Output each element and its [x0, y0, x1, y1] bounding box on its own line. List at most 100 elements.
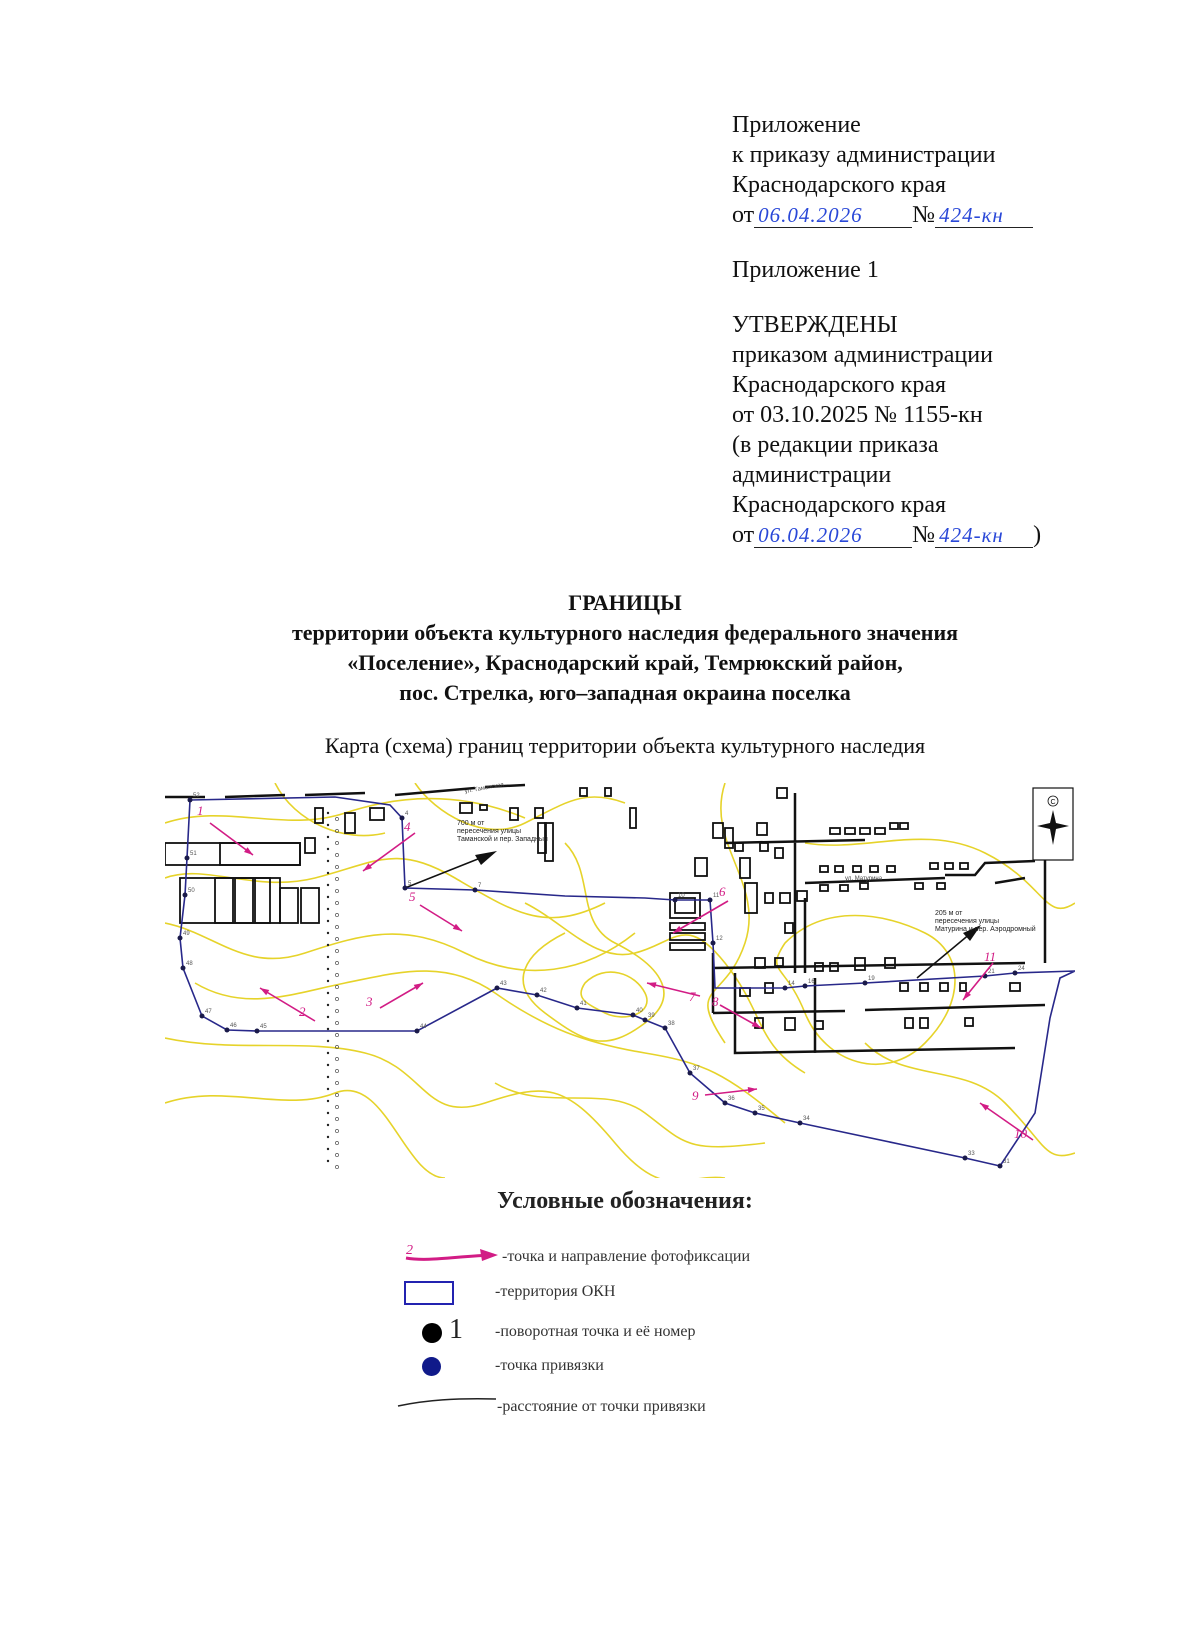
survey-dot: [335, 1153, 339, 1157]
boundary-point: [574, 1005, 580, 1011]
boundary-point-label: 36: [728, 1096, 735, 1102]
survey-dot: [335, 901, 339, 905]
okn-boundary: [179, 796, 1075, 1167]
boundary-point-label: 48: [186, 961, 193, 967]
arrow-head-icon: [963, 925, 981, 941]
okn-territory-legend-icon: [404, 1281, 454, 1305]
boundary-point: [722, 1100, 728, 1106]
arrow-head-icon: [363, 863, 373, 871]
title-line-4: пос. Стрелка, юго–западная окраина посел…: [399, 680, 851, 705]
boundary-point-label: 24: [1018, 966, 1025, 972]
survey-dot: [335, 817, 339, 821]
photo-point-10: 10: [979, 1102, 1034, 1141]
document-title: ГРАНИЦЫ территории объекта культурного н…: [0, 588, 1200, 708]
arrow-head-icon: [751, 1020, 761, 1028]
boundary-point: [187, 797, 193, 803]
compass-rose-icon: [1037, 810, 1069, 845]
handwritten-number: 424-кн: [935, 523, 1034, 548]
photo-point-number: 4: [404, 819, 411, 834]
boundary-point: [797, 1120, 803, 1126]
boundary-point: [402, 885, 408, 891]
boundary-point: [707, 897, 713, 903]
boundary-point: [534, 992, 540, 998]
survey-dot: [326, 955, 330, 959]
survey-dot: [326, 1135, 330, 1139]
survey-dot: [335, 1069, 339, 1073]
legend-label-turning-point: -поворотная точка и её номер: [495, 1323, 696, 1340]
arrow-head-icon: [963, 991, 971, 1000]
boundary-point-label: 45: [260, 1024, 267, 1030]
boundary-point-label: 14: [788, 981, 795, 987]
approved-order: от 03.10.2025 № 1155-кн: [732, 402, 983, 428]
survey-dot: [326, 895, 330, 899]
photo-point-4: 4: [362, 819, 416, 872]
photo-direction-arrow: [259, 987, 316, 1022]
survey-dot: [326, 1123, 330, 1127]
survey-dot: [335, 985, 339, 989]
photo-point-number: 11: [984, 949, 996, 964]
photo-point-5: 5: [409, 889, 463, 932]
survey-dot: [326, 1027, 330, 1031]
legend-label-distance: -расстояние от точки привязки: [497, 1398, 706, 1415]
survey-dot: [326, 1111, 330, 1115]
survey-dot: [326, 979, 330, 983]
approved-by: приказом администрации: [732, 342, 993, 368]
photo-point-9: 9: [692, 1087, 758, 1103]
photo-arrow-legend-icon: 2: [405, 1243, 498, 1261]
boundary-point: [752, 1110, 758, 1116]
survey-dot: [326, 1147, 330, 1151]
survey-dot: [326, 883, 330, 887]
legend-label-photo: -точка и направление фотофиксации: [502, 1248, 751, 1265]
handwritten-date: 06.04.2026: [754, 203, 913, 228]
boundary-point: [710, 940, 716, 946]
survey-dot: [326, 1039, 330, 1043]
closing-paren: ): [1033, 522, 1042, 548]
survey-dot: [335, 1045, 339, 1049]
photo-point-number: 9: [692, 1088, 699, 1103]
appendix-label: Приложение: [732, 112, 861, 138]
buildings: [165, 787, 1021, 1031]
photo-point-number: 10: [1014, 1126, 1028, 1141]
boundary-point-label: 51: [190, 851, 197, 857]
boundary-point-label: 47: [205, 1009, 212, 1015]
survey-dot: [326, 1087, 330, 1091]
photo-direction-arrow: [979, 1102, 1034, 1141]
survey-dot: [335, 1093, 339, 1097]
survey-dot: [335, 973, 339, 977]
survey-dot: [335, 1081, 339, 1085]
photo-point-number: 7: [689, 989, 696, 1004]
survey-dot: [326, 871, 330, 875]
compass-label: С: [1051, 799, 1056, 806]
boundary-point: [862, 980, 868, 986]
title-line-3: «Поселение», Краснодарский край, Темрюкс…: [347, 650, 903, 675]
arrow-head-icon: [647, 982, 657, 989]
boundary-point-label: 35: [758, 1106, 765, 1112]
boundary-point: [672, 897, 678, 903]
survey-dot: [326, 847, 330, 851]
appendix-1-label: Приложение 1: [732, 257, 879, 283]
arrow-head-icon: [673, 925, 683, 933]
legend-label-territory: -территория ОКН: [495, 1283, 616, 1300]
survey-dot: [326, 1063, 330, 1067]
turning-point-legend-icon: [422, 1323, 442, 1343]
boundary-point-label: 50: [188, 888, 195, 894]
boundary-point: [962, 1155, 968, 1161]
edition-line-3: Краснодарского края: [732, 492, 947, 518]
reference-point-legend-icon: [422, 1357, 441, 1376]
legend-sample-number: 2: [406, 1243, 413, 1258]
from-prefix: от: [732, 202, 755, 228]
boundary-point-label: 37: [693, 1066, 700, 1072]
region-label: Краснодарского края: [732, 172, 947, 198]
to-order-label: к приказу администрации: [732, 142, 996, 168]
survey-dot: [335, 913, 339, 917]
arrow-head-icon: [260, 988, 270, 996]
survey-dot: [326, 835, 330, 839]
survey-dot: [335, 1009, 339, 1013]
survey-dot: [335, 853, 339, 857]
boundary-point: [687, 1070, 693, 1076]
legend-sample-number: 1: [449, 1314, 463, 1345]
photo-point-number: 5: [409, 889, 416, 904]
boundary-point: [997, 1163, 1003, 1169]
